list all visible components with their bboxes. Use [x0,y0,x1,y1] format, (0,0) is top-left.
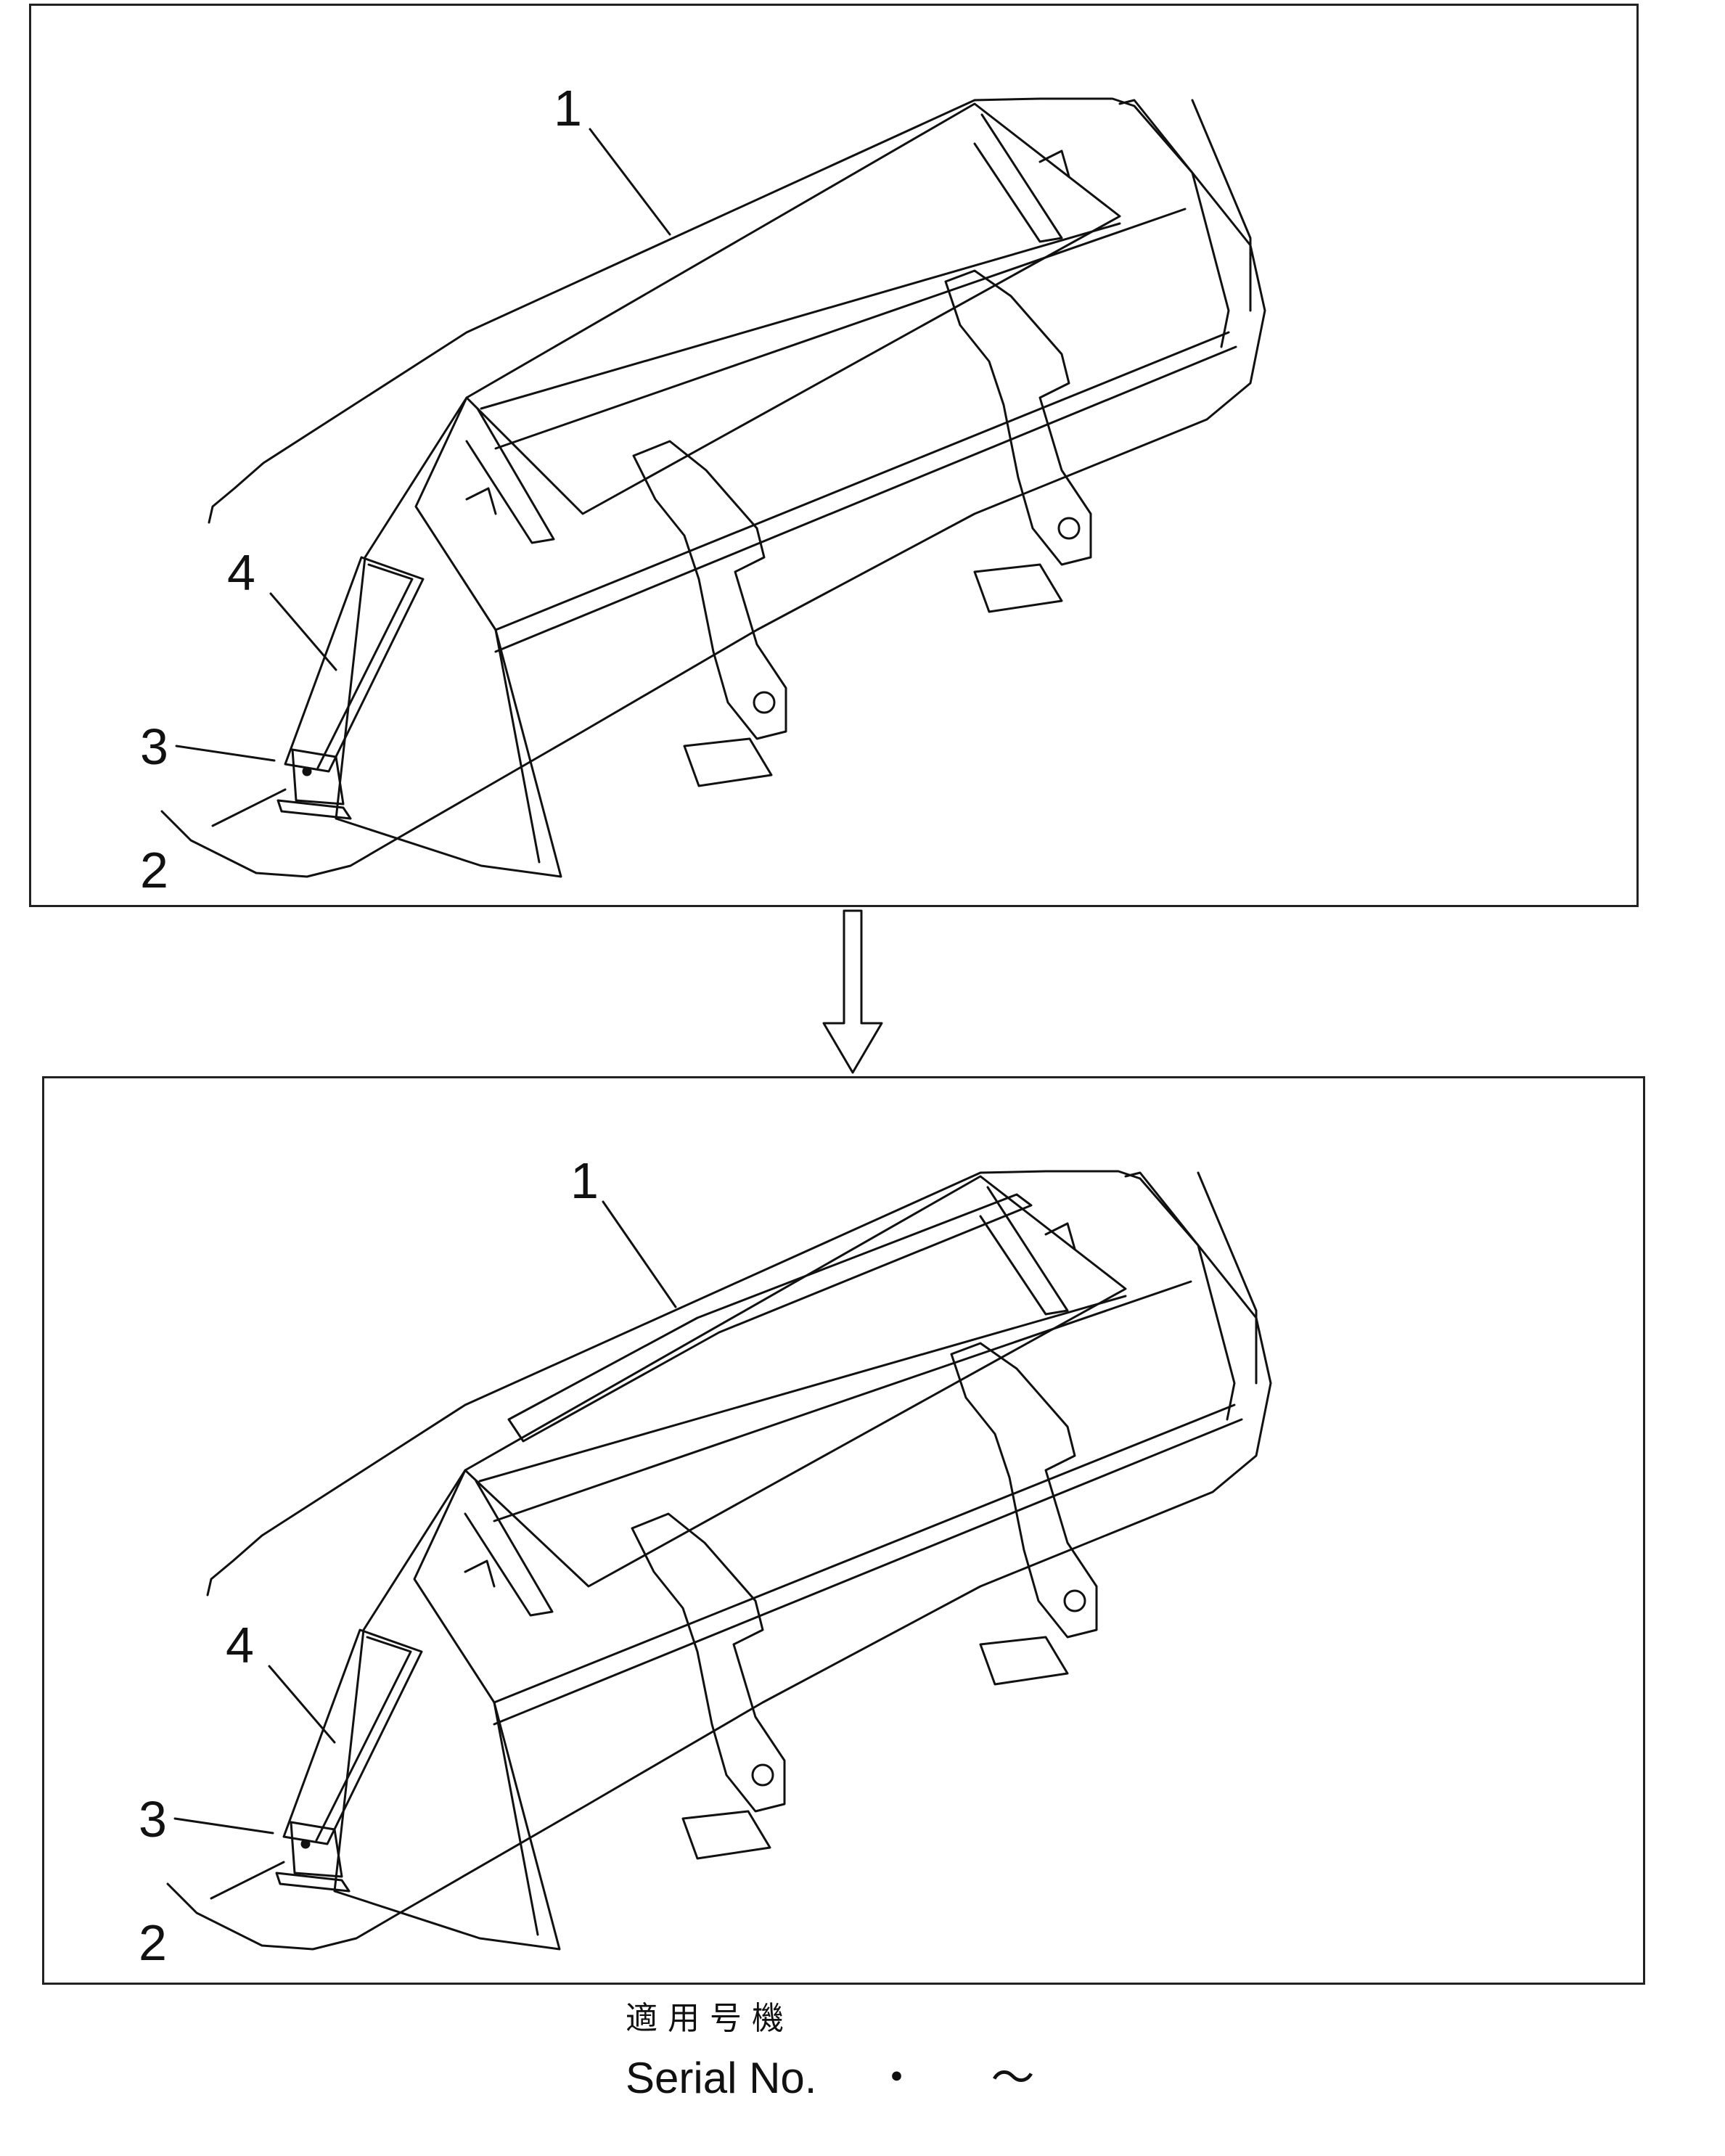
serial-range-mark: 〜 [991,2054,1035,2102]
pin-hole [751,1763,774,1787]
callout-3: 3 [140,718,168,775]
reinforcement-rib [507,1193,1033,1443]
callout-3: 3 [139,1791,167,1848]
hinge-bracket-right [950,1342,1098,1639]
leader-line-3 [173,1817,274,1835]
cutting-edge [276,799,352,820]
bucket-illustration-before: 1 2 3 4 [140,80,1266,898]
diagram-panel-after: 1 2 3 4 [42,1076,1645,1985]
hinge-bracket-left [631,1512,786,1813]
hinge-bracket-right [944,269,1092,566]
serial-separator: ・ [874,2054,919,2102]
leader-line-1 [589,128,671,236]
serial-number-block: 適用号機 Serial No. ・ 〜 [626,1992,1034,2106]
pin-hole [1057,517,1081,540]
serial-label-row: Serial No. ・ 〜 [626,2043,1034,2106]
bucket-outline [166,1170,1272,1951]
serial-label-jp: 適用号機 [626,2000,794,2037]
callout-2: 2 [139,1914,167,1971]
bucket-outline [160,97,1266,878]
pin-hole [1063,1589,1086,1612]
leader-line-2 [210,1861,285,1900]
leader-line-4 [268,1665,336,1744]
leader-line-1 [602,1200,677,1308]
side-cutter [282,1628,423,1845]
cutting-edge [275,1872,351,1893]
serial-label-en: Serial No. [626,2054,817,2102]
hinge-bracket-left [632,440,787,740]
leader-line-3 [175,745,276,762]
diagram-panel-before: 1 2 3 4 [29,4,1639,907]
bucket-side-plate [333,1469,561,1951]
bucket-illustration-after: 1 2 3 4 [139,1152,1272,1971]
callout-2: 2 [140,842,168,898]
pin-hole [753,691,776,714]
leader-line-4 [269,592,337,671]
adapter [290,1821,343,1878]
side-cutter [284,556,425,773]
bucket-edge-line [480,222,1121,410]
callout-1: 1 [570,1152,599,1209]
bucket-back-plate [465,102,1121,515]
bucket-side-plate [335,396,562,878]
leader-line-2 [211,788,287,827]
down-arrow-icon [822,909,883,1074]
callout-4: 4 [227,544,255,601]
callout-1: 1 [554,80,582,136]
callout-4: 4 [226,1617,254,1673]
adapter [291,748,345,806]
